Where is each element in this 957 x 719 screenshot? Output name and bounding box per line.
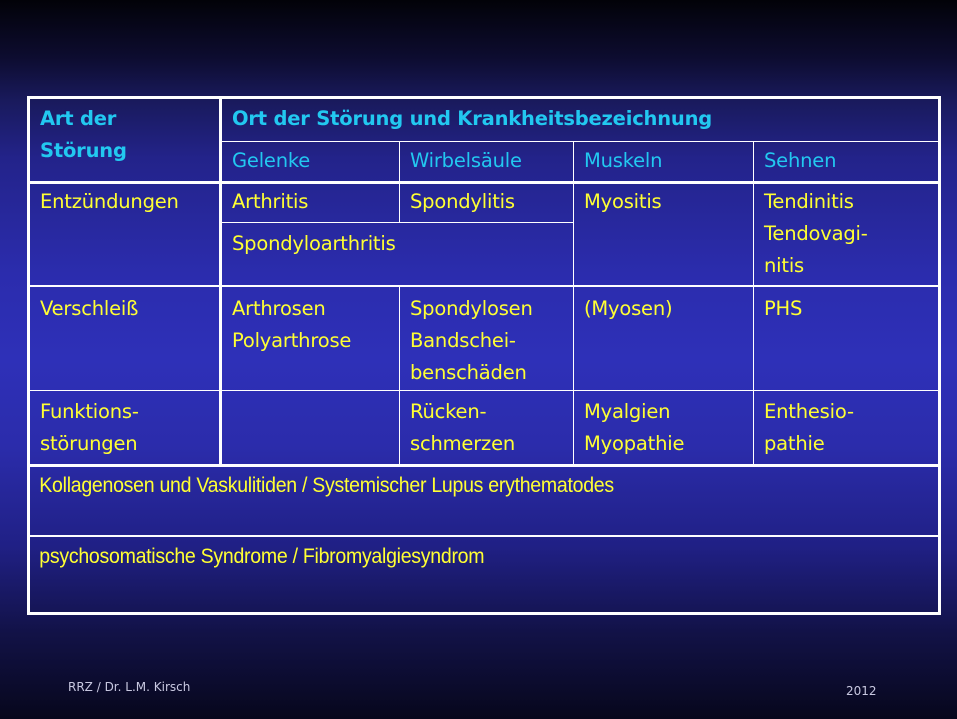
grid-line	[220, 141, 940, 142]
footer-year: 2012	[846, 684, 877, 698]
row-label-verschleiss: Verschleiß	[40, 297, 139, 320]
cell-enthesiopathie: Enthesio- pathie	[764, 400, 854, 455]
grid-line	[573, 141, 574, 466]
cell-spondyloarthritis: Spondyloarthritis	[232, 232, 396, 255]
grid-line	[27, 464, 941, 467]
grid-line	[399, 141, 400, 223]
column-header-sehnen: Sehnen	[764, 149, 837, 172]
column-header-muskeln: Muskeln	[584, 149, 663, 172]
header-art-der-stoerung: Art der Störung	[40, 107, 127, 162]
grid-line	[399, 285, 400, 466]
grid-line	[753, 141, 754, 466]
header-ort-der-stoerung: Ort der Störung und Krankheitsbezeichnun…	[232, 107, 713, 130]
table-border-top	[27, 96, 941, 99]
table-border-bottom	[27, 612, 941, 615]
grid-line	[27, 285, 941, 287]
cell-arthritis: Arthritis	[232, 190, 309, 213]
column-header-gelenke: Gelenke	[232, 149, 311, 172]
grid-line	[220, 222, 574, 223]
cell-arthrosen: Arthrosen Polyarthrose	[232, 297, 352, 352]
footer-author: RRZ / Dr. L.M. Kirsch	[68, 680, 191, 694]
row-psychosomatische-syndrome: psychosomatische Syndrome / Fibromyalgie…	[39, 545, 485, 568]
cell-spondylosen: Spondylosen Bandschei- benschäden	[410, 297, 533, 384]
grid-line	[219, 96, 222, 466]
row-label-entzuendungen: Entzündungen	[40, 190, 179, 213]
cell-tendinitis: Tendinitis Tendovagi- nitis	[764, 190, 868, 277]
table-border-right	[938, 96, 941, 615]
grid-line	[27, 390, 941, 391]
grid-line	[27, 181, 941, 184]
column-header-wirbelsaeule: Wirbelsäule	[410, 149, 522, 172]
cell-myosen: (Myosen)	[584, 297, 673, 320]
cell-spondylitis: Spondylitis	[410, 190, 515, 213]
row-kollagenosen: Kollagenosen und Vaskulitiden / Systemis…	[39, 474, 614, 497]
grid-line	[27, 535, 941, 537]
row-label-funktionsstoerungen: Funktions- störungen	[40, 400, 139, 455]
cell-rueckenschmerzen: Rücken- schmerzen	[410, 400, 516, 455]
cell-myositis: Myositis	[584, 190, 662, 213]
cell-myalgien: Myalgien Myopathie	[584, 400, 685, 455]
cell-phs: PHS	[764, 297, 803, 320]
table-border-left	[27, 96, 30, 615]
